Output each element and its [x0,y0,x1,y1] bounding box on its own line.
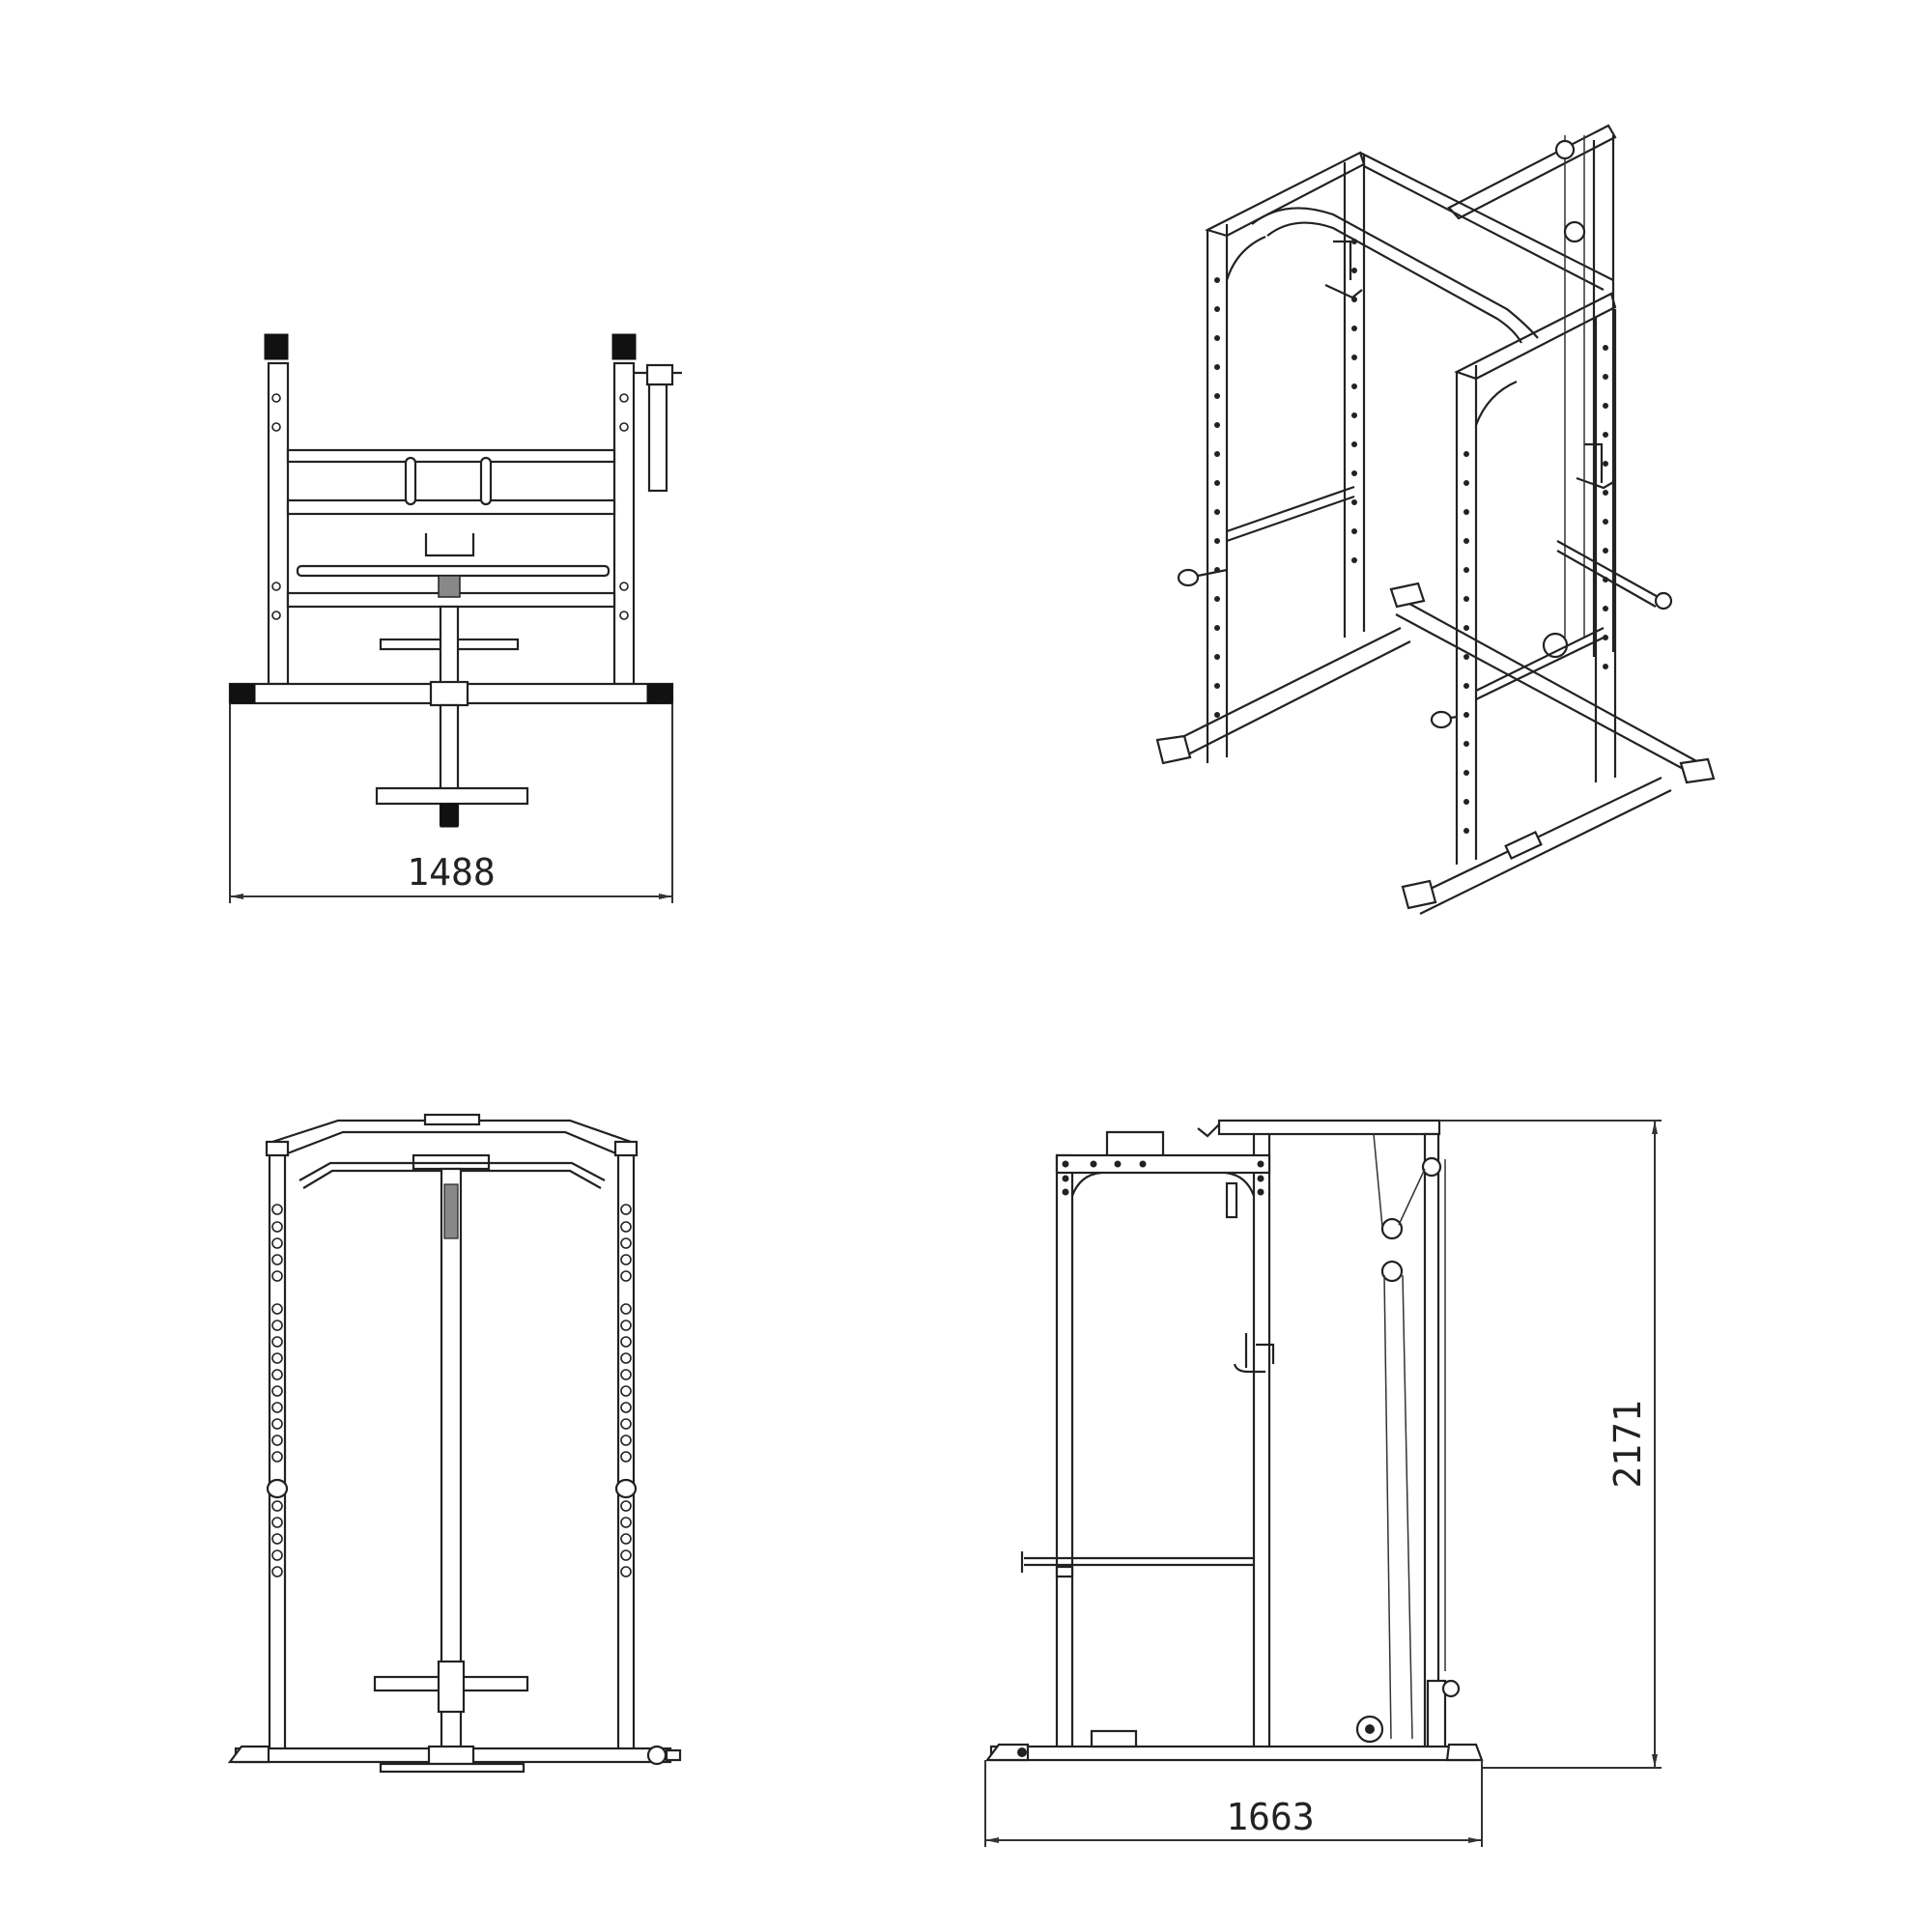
top-view: 1488 [228,333,682,903]
dimension-depth-label: 1663 [1226,1796,1315,1838]
side-view: 2171 1663 [984,1119,1662,1847]
isometric-view [1155,124,1716,915]
dimension-width-label: 1488 [407,851,496,894]
front-view [227,1113,682,1774]
dimension-height-label: 2171 [1606,1400,1649,1489]
